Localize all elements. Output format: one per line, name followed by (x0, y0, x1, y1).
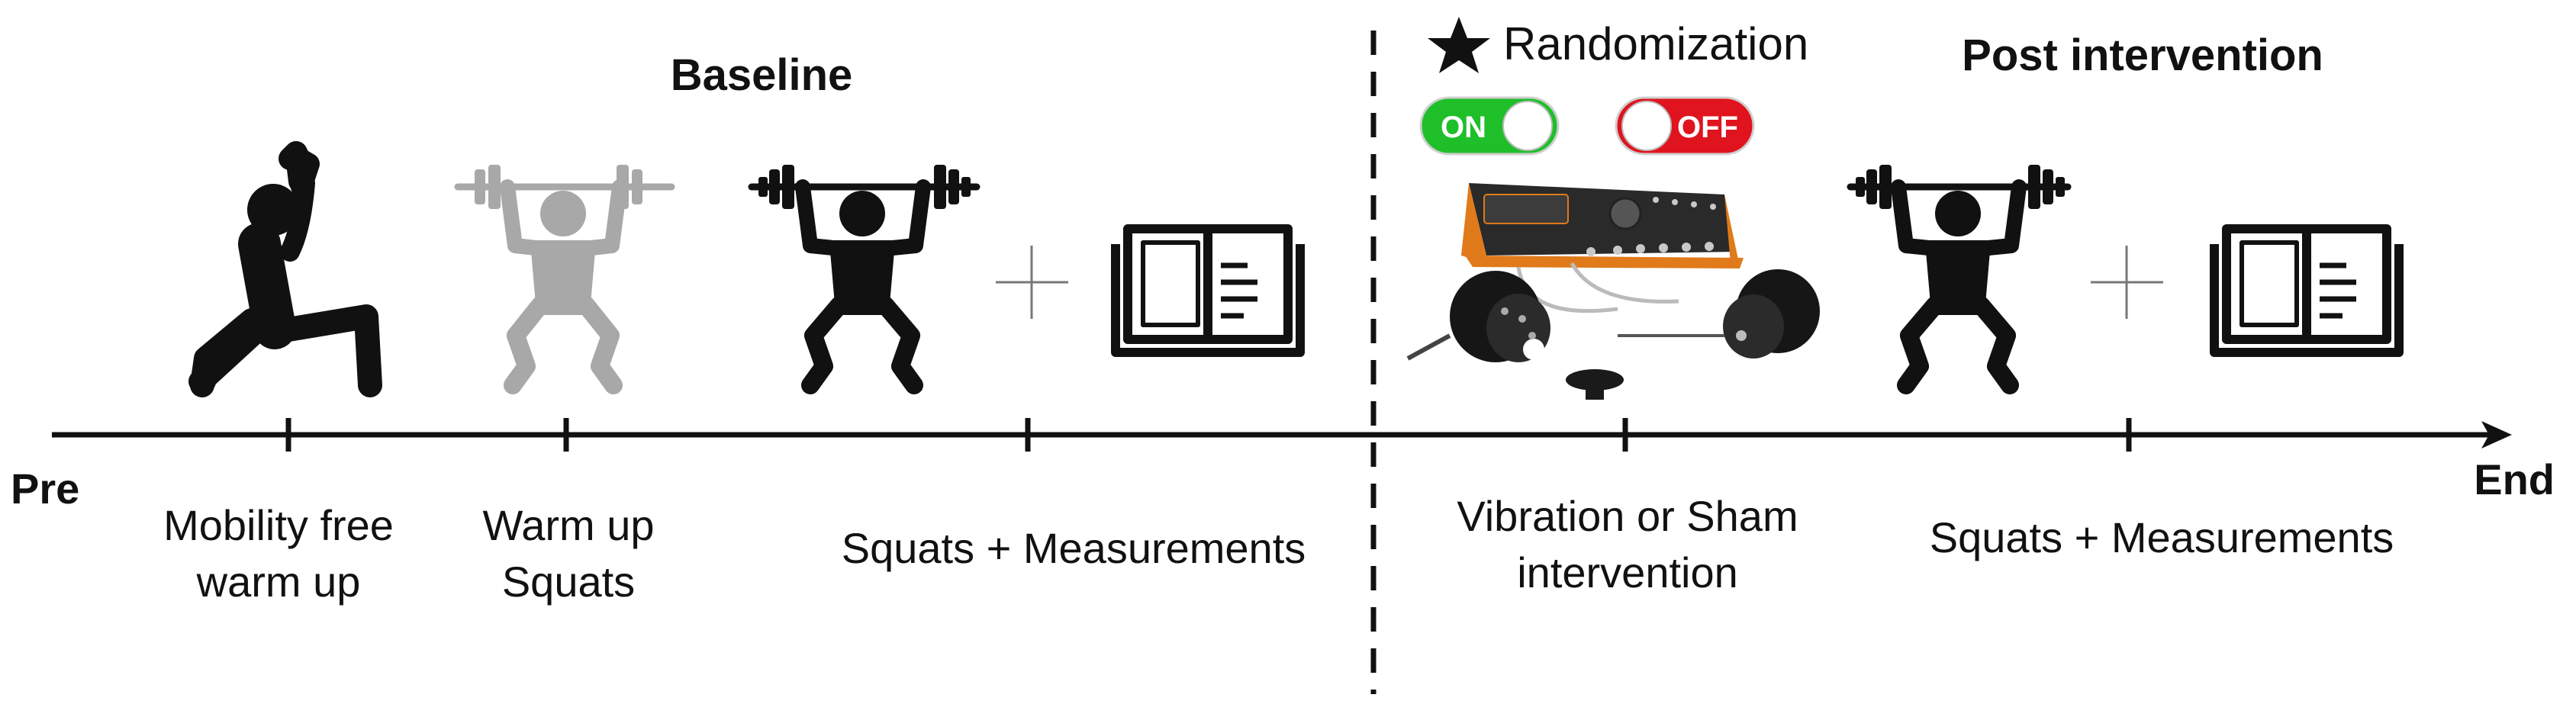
vibration-device-image (1406, 183, 1820, 400)
timeline-axis (52, 421, 2512, 449)
post-plus-icon (2091, 246, 2163, 319)
post-book-icon (2210, 224, 2404, 357)
on-toggle: ON (1419, 96, 1560, 156)
stretching-person-icon (188, 141, 382, 397)
baseline-header: Baseline (671, 50, 853, 100)
book-icon (1111, 224, 1305, 357)
step-label-line1: Vibration or Sham (1457, 492, 1798, 540)
off-toggle-label: OFF (1677, 111, 1738, 144)
step-label-line1: Mobility free (163, 501, 394, 549)
plus-icon (996, 246, 1068, 319)
step-label-line1: Squats + Measurements (1930, 513, 2394, 561)
post-squat-lifter-icon (1847, 165, 2072, 394)
post-intervention-header: Post intervention (1962, 31, 2323, 80)
step-label-line2: intervention (1517, 548, 1738, 596)
squat-lifter-icon (748, 165, 980, 394)
timeline-end-label: End (2474, 455, 2555, 503)
step-label-line1: Squats + Measurements (842, 524, 1306, 572)
off-toggle: OFF (1615, 96, 1755, 156)
step-label-line2: warm up (196, 558, 361, 606)
step-label-line1: Warm up (482, 501, 654, 549)
timeline-ticks (285, 418, 2132, 452)
star-icon (1428, 17, 1490, 73)
warm-up-squat-icon (454, 165, 675, 394)
randomization-label: Randomization (1503, 18, 1808, 69)
on-toggle-label: ON (1441, 111, 1486, 144)
timeline-start-label: Pre (11, 465, 79, 513)
step-label-line2: Squats (502, 558, 635, 606)
